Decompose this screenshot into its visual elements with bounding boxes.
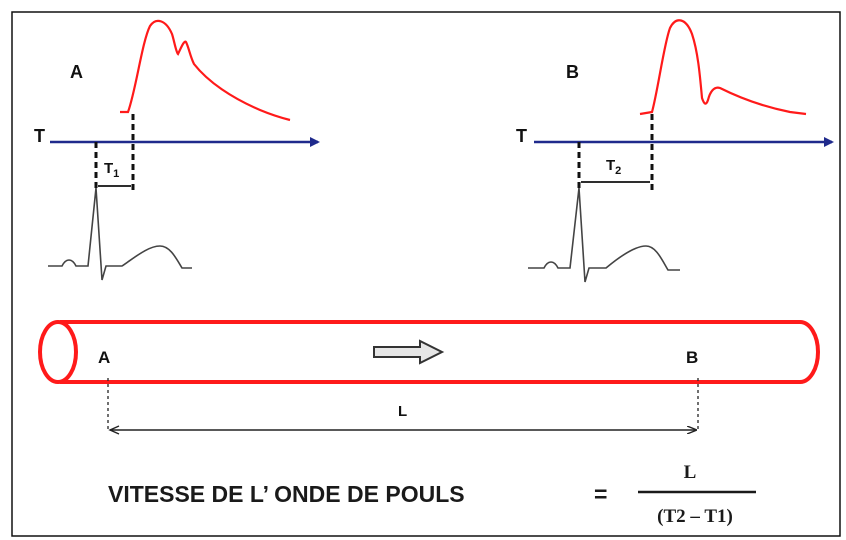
frame-border	[11, 11, 841, 537]
panel-b-interval-sub: 2	[615, 165, 621, 177]
formula: VITESSE DE L’ ONDE DE POULS = L (T2 – T1…	[108, 462, 756, 527]
panel-b-interval-label: T2	[606, 157, 621, 177]
panel-a: A T T1	[34, 19, 320, 281]
artery-tube: A B	[38, 320, 820, 384]
panel-a-axis-label: T	[34, 126, 45, 146]
panel-a-interval-sub: 1	[113, 168, 119, 180]
panel-a-pulse-wave	[120, 19, 291, 122]
distance-indicator: L	[107, 378, 699, 435]
distance-label: L	[398, 403, 407, 420]
formula-left-side: VITESSE DE L’ ONDE DE POULS	[108, 481, 465, 507]
tube-opening	[38, 320, 78, 384]
panel-a-interval-base: T	[104, 160, 113, 177]
formula-numerator: L	[684, 462, 697, 483]
panel-b-pulse-wave	[639, 19, 807, 116]
distance-arrow-start	[108, 425, 120, 435]
tube-point-b: B	[686, 348, 698, 367]
tube-point-a: A	[98, 348, 110, 367]
panel-b-axis-label: T	[516, 126, 527, 146]
flow-direction-arrow-icon	[373, 339, 445, 365]
formula-denominator: (T2 – T1)	[657, 506, 733, 527]
panel-b-interval-base: T	[606, 157, 615, 174]
panel-a-ecg-trace	[48, 187, 192, 281]
panel-a-interval-label: T1	[104, 160, 119, 180]
panel-b-label: B	[566, 62, 579, 82]
formula-equals-sign: =	[594, 481, 607, 507]
panel-b-ecg-trace	[528, 187, 680, 283]
panel-a-label: A	[70, 62, 83, 82]
tube-body	[60, 320, 820, 384]
panel-b: B T T2	[516, 19, 834, 283]
